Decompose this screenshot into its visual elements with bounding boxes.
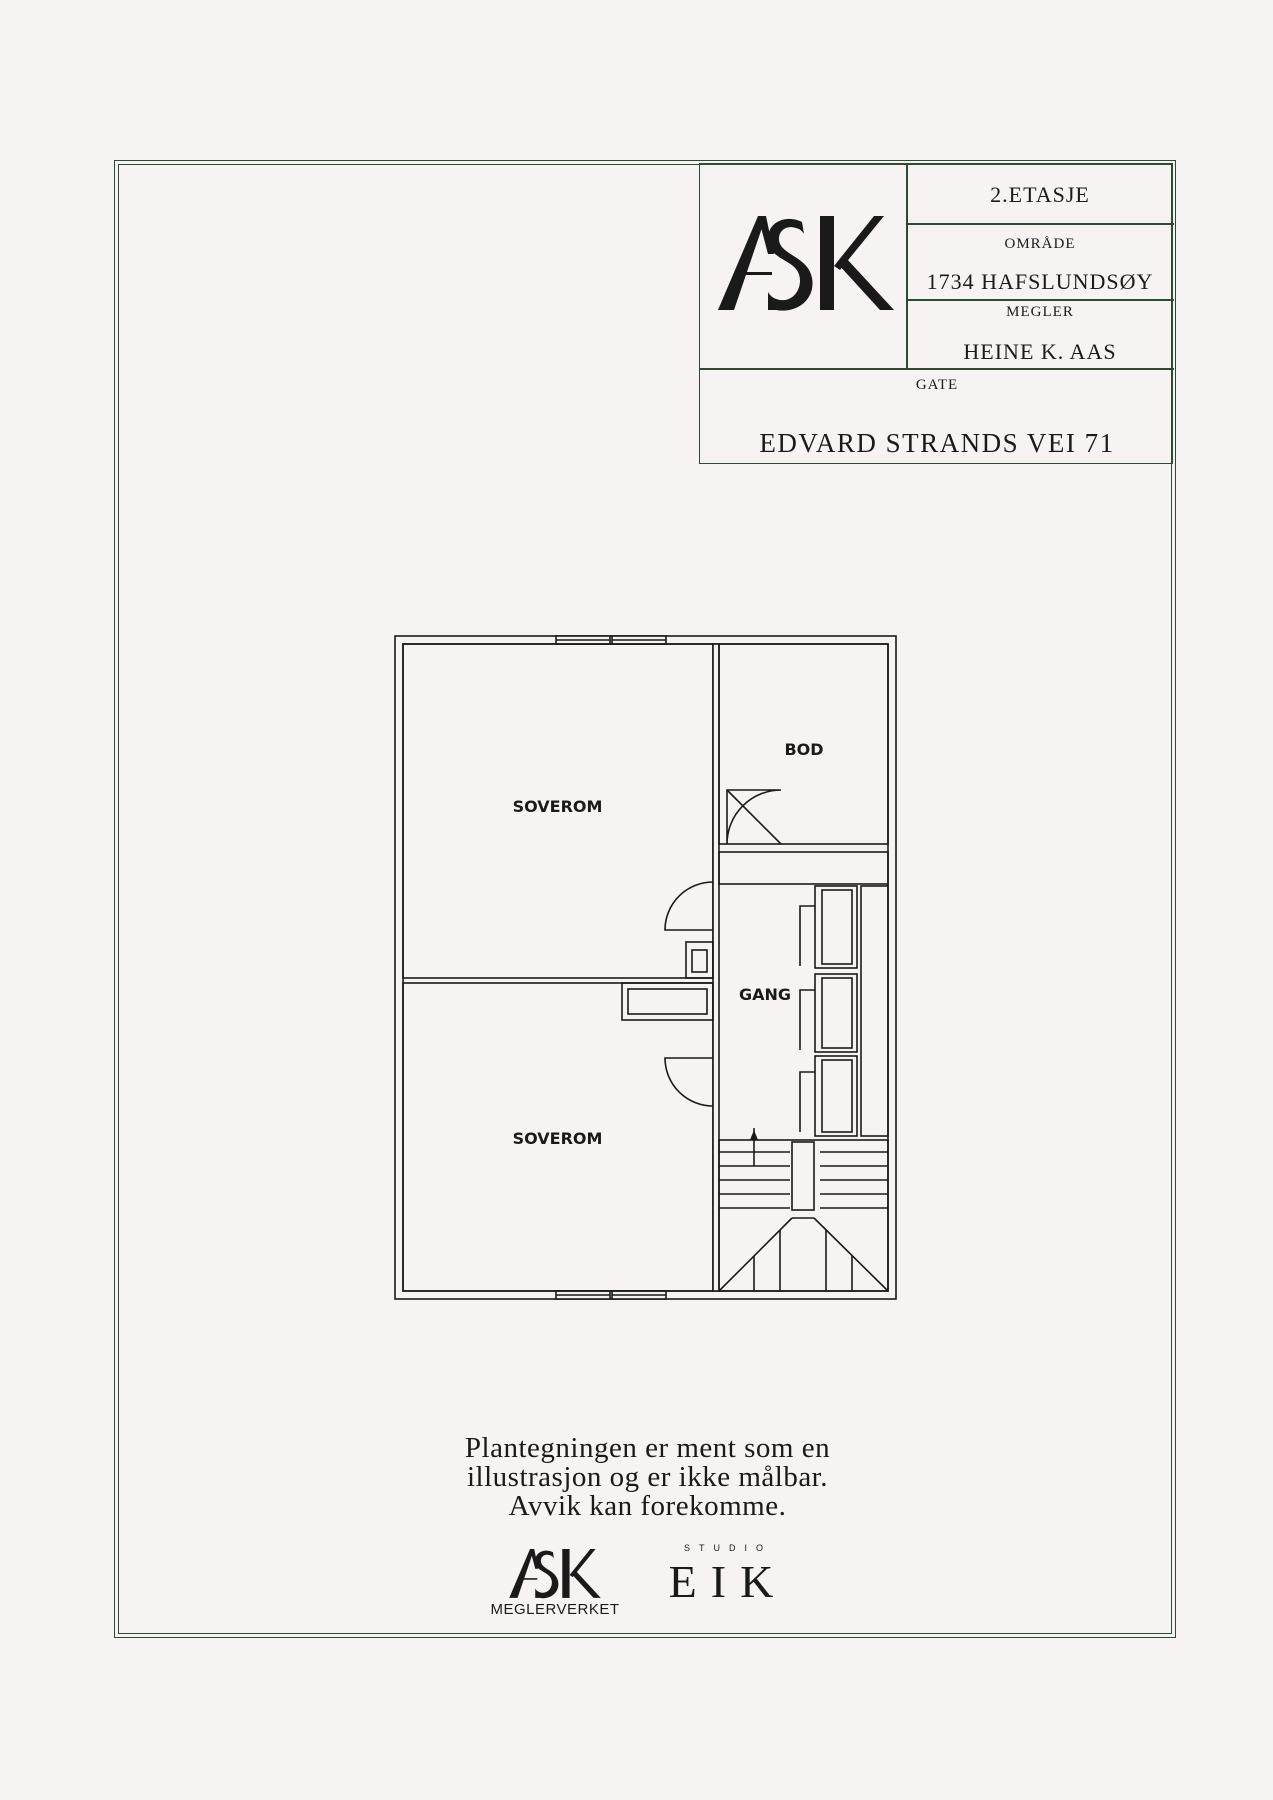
studio-label: STUDIO [683,1543,772,1553]
street-label: GATE [915,377,959,393]
disclaimer-line-3: Avvik kan forekomme. [508,1490,787,1522]
floor-plan [394,635,897,1300]
room-label-bedroom-upper: SOVEROM [512,797,603,816]
agent-label: MEGLER [1006,304,1074,320]
agent-value: HEINE K. AAS [963,339,1117,364]
page-frame [114,160,1176,1638]
eik-logo: EIK [668,1556,788,1607]
ask-logo-icon [718,216,894,311]
room-label-storage: BOD [784,740,824,759]
ask-meglerverket-logo-icon [509,1549,601,1599]
disclaimer-line-2: illustrasjon og er ikke målbar. [466,1461,828,1493]
room-label-hall: GANG [738,985,792,1004]
title-block: 2.ETASJE OMRÅDE 1734 HAFSLUNDSØY MEGLER … [699,163,1174,464]
disclaimer-line-1: Plantegningen er ment som en [464,1432,831,1464]
room-label-bedroom-lower: SOVEROM [512,1129,603,1148]
area-label: OMRÅDE [1004,236,1076,252]
disclaimer: Plantegningen er ment som en illustrasjo… [380,1434,915,1521]
area-value: 1734 HAFSLUNDSØY [926,269,1154,294]
floor-label: 2.ETASJE [990,182,1090,207]
meglerverket-label: MEGLERVERKET [490,1601,620,1618]
street-value: EDVARD STRANDS VEI 71 [759,428,1115,458]
